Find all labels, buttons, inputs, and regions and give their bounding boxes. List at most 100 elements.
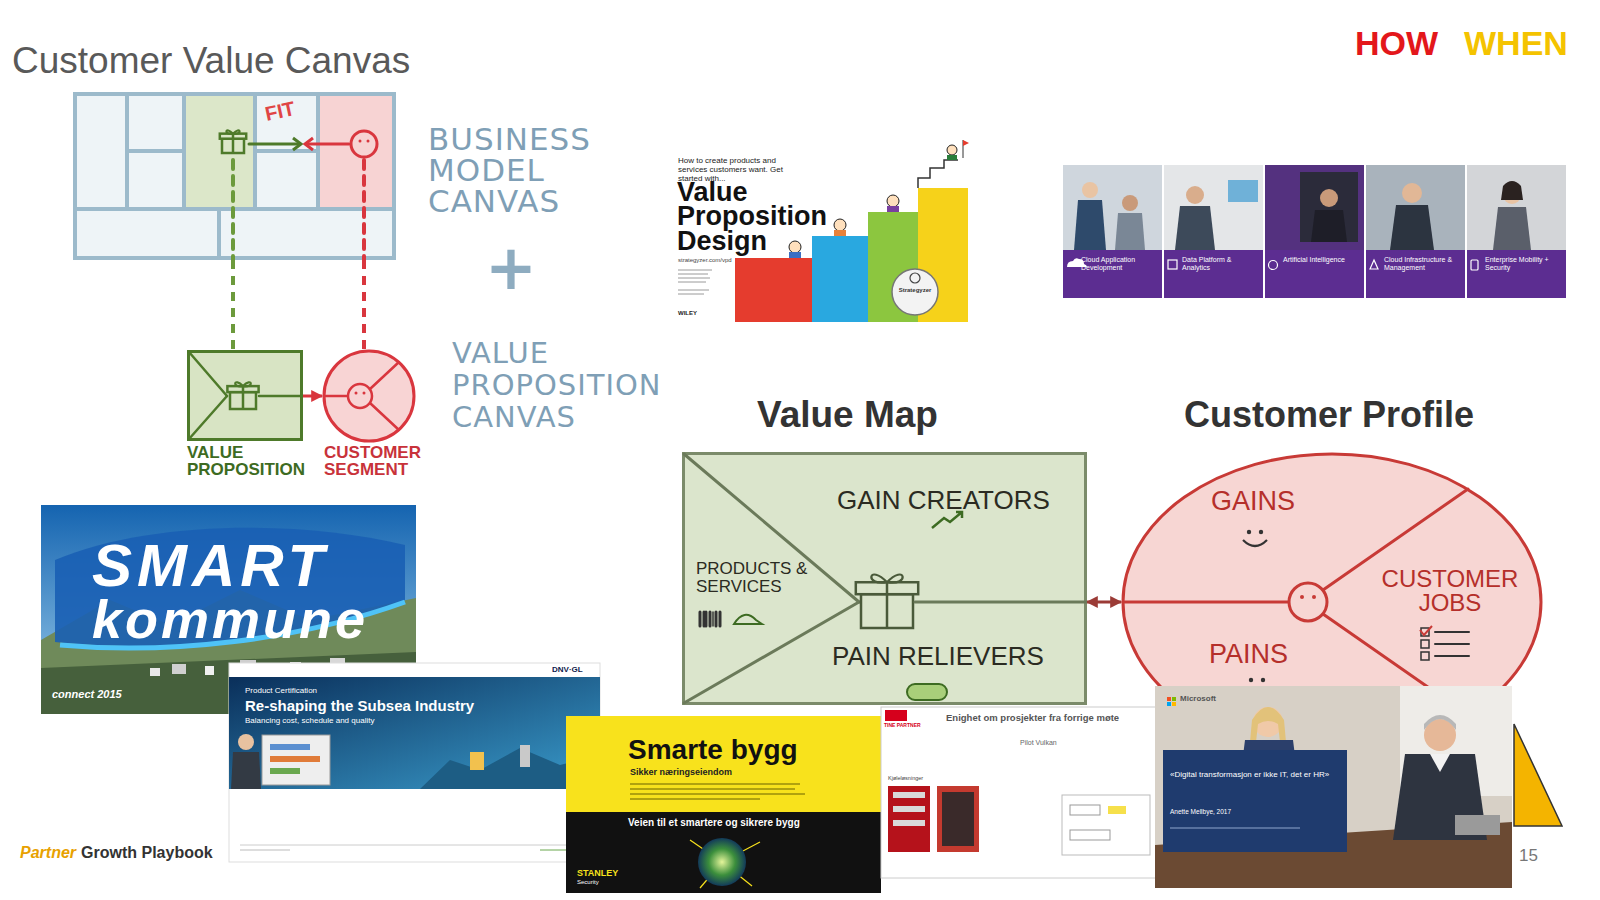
artwork-part [1172, 702, 1176, 706]
artwork-part [1250, 707, 1286, 742]
artwork-part [678, 294, 704, 295]
smarte-bygg-slide [566, 716, 881, 893]
artwork-part [678, 274, 708, 275]
artwork-part [1115, 213, 1145, 250]
profile-line [1123, 601, 1289, 604]
smiley-eye [1247, 530, 1251, 534]
checklist-line [1435, 643, 1469, 645]
face-eye [359, 140, 362, 143]
gift-bow [235, 382, 251, 386]
phase-tag: HOW [1355, 24, 1438, 63]
connector [231, 260, 235, 350]
artwork-part [1430, 754, 1450, 772]
slide-logo: Security [577, 879, 599, 886]
slide-subtitle: Sikker næringseiendom [630, 767, 732, 777]
artwork-part [566, 716, 881, 812]
canvas-part-label: PAIN RELIEVERS [832, 642, 1044, 672]
slide-logo: STANLEY [577, 868, 618, 878]
artwork-part [1170, 828, 1300, 829]
artwork-part [1493, 207, 1531, 250]
artwork-part [630, 789, 795, 790]
artwork-part [698, 838, 746, 886]
face-eye [1312, 595, 1316, 599]
artwork-part [887, 195, 899, 207]
artwork-part [1320, 189, 1338, 207]
artwork-part [1070, 805, 1100, 815]
sketch-label: VALUE PROPOSITION CANVAS [452, 338, 714, 434]
artwork-part [1164, 250, 1263, 298]
slide-quote: «Digital transformasjon er ikke IT, det … [1170, 770, 1342, 780]
artwork-part [947, 155, 957, 160]
slide-logo: TINE PARTNER [884, 723, 921, 729]
artwork-part [1370, 260, 1378, 269]
artwork-part [789, 241, 801, 253]
thumbnail-caption: Cloud Application Development [1081, 256, 1159, 272]
artwork-part [1265, 165, 1364, 250]
artwork-part [1366, 165, 1465, 250]
artwork-part [678, 278, 710, 279]
footer-brand: Growth Playbook [81, 844, 213, 862]
checklist-box [1421, 652, 1429, 660]
segment-line [324, 395, 348, 398]
thumbnail-caption: Data Platform & Analytics [1182, 256, 1260, 272]
fit-arrow [307, 143, 349, 146]
slide-title: SMART [92, 536, 329, 596]
pill-icon [907, 684, 947, 700]
artwork-part [1455, 815, 1500, 835]
value-map-box: Value MapGAIN CREATORSPRODUCTS & SERVICE… [682, 452, 1087, 705]
canvas-part-label: PRODUCTS & SERVICES [696, 560, 814, 596]
artwork-part [1108, 806, 1126, 814]
business-model-canvas-sketch: FIT [73, 92, 396, 260]
artwork-part [1390, 205, 1434, 250]
phase-tag: WHEN [1464, 24, 1568, 63]
artwork-part [789, 252, 801, 258]
book-url: strategyzer.com/vpd [678, 257, 732, 264]
value-proposition-box: VALUE PROPOSITION [187, 350, 303, 441]
slide-footer: connect 2015 [52, 688, 122, 701]
dnv-gl-slide [229, 663, 600, 862]
artwork-part [678, 270, 712, 271]
artwork-part [630, 784, 800, 785]
microsoft-slide [1155, 686, 1512, 888]
face-eye [355, 392, 358, 395]
sad-eye [1261, 678, 1265, 682]
artwork-part [229, 677, 600, 789]
canvas-part-label: CUSTOMER JOBS [1375, 567, 1525, 615]
artwork-part [270, 744, 310, 750]
artwork-part [55, 528, 405, 646]
fit-arrowhead [293, 138, 301, 150]
artwork-part [240, 850, 290, 851]
slide-logo: DNV·GL [552, 665, 583, 674]
check-mark [1420, 626, 1432, 635]
value-dash [231, 160, 235, 260]
connector [303, 395, 322, 398]
segment-line [370, 403, 399, 430]
slide-title: kommune [92, 592, 368, 646]
segment-dash [362, 160, 366, 260]
value-proposition-box-outline [187, 350, 303, 441]
square-diagonal [189, 352, 227, 396]
slide-note: Kjøleløsninger [888, 775, 923, 781]
artwork-part [1514, 724, 1562, 826]
checklist-line [1435, 655, 1469, 657]
slide-note: Anette Mellbye, 2017 [1170, 808, 1231, 815]
artwork-part [470, 752, 484, 770]
checklist-box [1421, 640, 1429, 648]
artwork-part [1167, 702, 1171, 706]
artwork-part [1063, 250, 1162, 298]
canvas-grid-line [217, 209, 221, 258]
fit-arrowhead [305, 138, 313, 150]
sketch-label: BUSINESS MODEL CANVAS [428, 124, 643, 217]
face-eye [367, 140, 370, 143]
artwork-part [630, 794, 805, 795]
shape-caption: VALUE PROPOSITION [187, 444, 322, 478]
barcode-icon [699, 612, 702, 626]
artwork-part [1074, 200, 1106, 250]
fit-line [915, 601, 1087, 604]
artwork-part [238, 734, 254, 750]
artwork-part [1311, 210, 1347, 242]
slide-title: Enighet om prosjekter fra forrige møte [946, 713, 1119, 724]
slide-subtitle: Pilot Vulkan [1020, 739, 1057, 747]
gift-ribbon [232, 134, 235, 153]
